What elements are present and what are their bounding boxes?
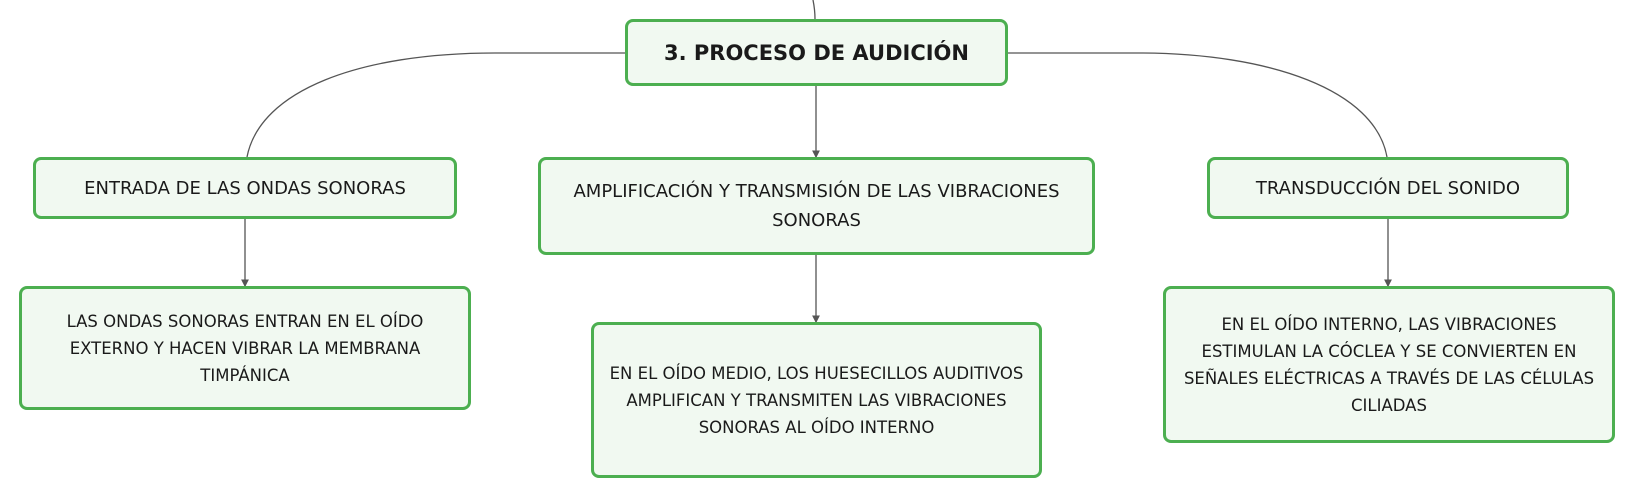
branch-node-label: AMPLIFICACIÓN Y TRANSMISIÓN DE LAS VIBRA… [573, 181, 1060, 231]
detail-node-text: EN EL OÍDO MEDIO, LOS HUESECILLOS AUDITI… [609, 363, 1024, 437]
detail-node-text: LAS ONDAS SONORAS ENTRAN EN EL OÍDO EXTE… [66, 311, 424, 385]
branch-node-label: ENTRADA DE LAS ONDAS SONORAS [84, 177, 406, 199]
root-node-proceso-audicion[interactable]: 3. PROCESO DE AUDICIÓN [625, 19, 1008, 86]
connector-root-to-entrada [246, 52, 625, 158]
detail-node-oido-interno[interactable]: EN EL OÍDO INTERNO, LAS VIBRACIONES ESTI… [1163, 286, 1615, 443]
branch-node-amplificacion[interactable]: AMPLIFICACIÓN Y TRANSMISIÓN DE LAS VIBRA… [538, 157, 1095, 255]
connector-incoming [812, 0, 816, 20]
root-node-label: 3. PROCESO DE AUDICIÓN [663, 40, 969, 65]
detail-node-text: EN EL OÍDO INTERNO, LAS VIBRACIONES ESTI… [1183, 314, 1595, 415]
connector-root-to-transduccion [1008, 52, 1388, 158]
detail-node-oido-medio[interactable]: EN EL OÍDO MEDIO, LOS HUESECILLOS AUDITI… [591, 322, 1042, 478]
detail-node-oido-externo[interactable]: LAS ONDAS SONORAS ENTRAN EN EL OÍDO EXTE… [19, 286, 471, 410]
branch-node-transduccion[interactable]: TRANSDUCCIÓN DEL SONIDO [1207, 157, 1569, 219]
branch-node-label: TRANSDUCCIÓN DEL SONIDO [1255, 177, 1521, 199]
branch-node-entrada-ondas[interactable]: ENTRADA DE LAS ONDAS SONORAS [33, 157, 457, 219]
